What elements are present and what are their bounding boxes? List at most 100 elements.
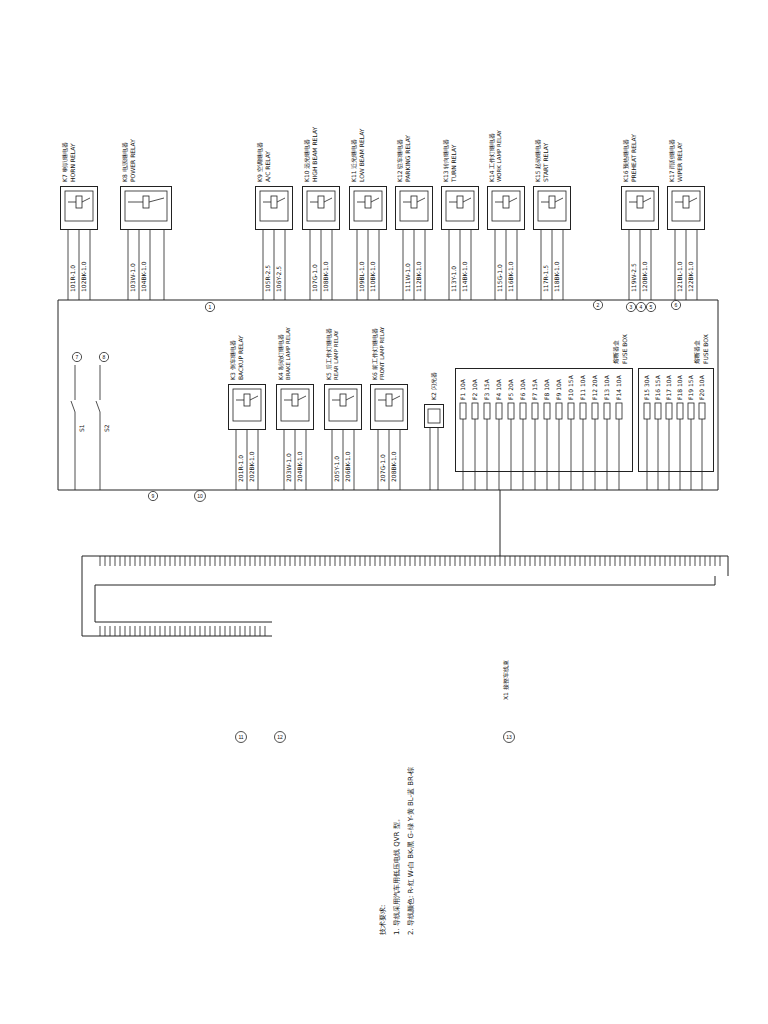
connector-pin	[680, 556, 681, 566]
wire	[139, 230, 140, 300]
wire	[583, 419, 584, 490]
component-label: K14 工作灯继电器	[489, 133, 495, 182]
wire	[357, 230, 358, 300]
wire-number: 113Y-1.0	[451, 266, 457, 292]
relay-box: K3 倒车继电器BACKUP RELAY	[228, 326, 266, 430]
fuse-label: F20 10A	[699, 375, 705, 400]
wire	[430, 428, 431, 490]
connector-pin	[140, 556, 141, 566]
relay-coil	[244, 394, 250, 406]
relay-frame	[65, 191, 93, 221]
connector-pin	[550, 556, 551, 566]
connector-pin	[580, 556, 581, 566]
housing-outline	[60, 186, 98, 230]
connector-pin	[635, 556, 636, 566]
wire-number: 206BK-1.0	[345, 451, 351, 482]
connector-pin	[585, 556, 586, 566]
relay-coil	[340, 394, 346, 406]
fuse-symbol	[616, 403, 622, 419]
fuse-label: F14 10A	[616, 375, 622, 400]
wire-number: 115G-1.0	[497, 264, 503, 292]
wire	[258, 430, 259, 490]
connector-pin	[195, 556, 196, 566]
connector-pin	[630, 556, 631, 566]
connector-pin	[675, 556, 676, 566]
relay-frame	[281, 389, 309, 421]
component-label: BACKUP RELAY	[238, 335, 244, 380]
housing-outline	[276, 384, 314, 430]
component-label: K11 近光继电器	[351, 139, 357, 182]
housing-outline	[441, 186, 479, 230]
relay-frame	[492, 191, 520, 221]
connector-pin	[415, 556, 416, 566]
fuse-symbol	[699, 403, 705, 419]
connector-pin	[490, 556, 491, 566]
wire	[75, 365, 76, 400]
connector-pin	[405, 556, 406, 566]
relay-box: K15 起动继电器START RELAY	[533, 124, 571, 230]
component-label: FUSE BOX	[622, 334, 628, 364]
relay-contact	[449, 202, 457, 203]
wire-number: 117R-1.5	[543, 265, 549, 292]
relay-contact	[82, 198, 90, 202]
fuse-label: F13 10A	[604, 375, 610, 400]
connector-pin	[645, 556, 646, 566]
relay-box: K11 近光继电器LOW BEAM RELAY	[349, 124, 387, 230]
relay-contact	[263, 202, 271, 203]
connector-pin	[140, 626, 141, 636]
connector-outline	[82, 556, 728, 636]
wire	[403, 230, 404, 300]
wire	[449, 230, 450, 300]
connector-pin	[450, 556, 451, 566]
wire	[343, 430, 344, 490]
connector-pin	[155, 556, 156, 566]
wire	[378, 430, 379, 490]
relay-contact	[509, 198, 517, 202]
note-text: 2. 导线颜色: R-红 W-白 BK-黑 G-绿 Y-黄 BL-蓝 BR-棕	[408, 767, 415, 935]
component-label: POWER RELAY	[130, 139, 136, 182]
switch-symbol	[71, 401, 75, 412]
connector-pin	[170, 626, 171, 636]
component-label: REAR LAMP RELAY	[334, 330, 339, 380]
housing-outline	[667, 186, 705, 230]
relay-contact	[463, 198, 471, 202]
connector-pin	[290, 556, 291, 566]
connector-pin	[255, 556, 256, 566]
relay-coil	[411, 196, 417, 208]
fuse-symbol	[655, 403, 661, 419]
component-label: K2 闪光器	[431, 372, 437, 400]
connector-pin	[715, 556, 716, 566]
relay-contact	[541, 202, 549, 203]
wire	[368, 230, 369, 300]
connector-pin	[105, 626, 106, 636]
connector-pin	[495, 556, 496, 566]
flasher-unit	[428, 409, 440, 423]
connector-pin	[665, 556, 666, 566]
connector-inner	[95, 576, 715, 622]
connector-pin	[220, 556, 221, 566]
connector-pin	[155, 626, 156, 636]
connector-pin	[205, 626, 206, 636]
wire	[332, 430, 333, 490]
relay-frame	[626, 191, 654, 221]
switch-symbol	[96, 401, 100, 412]
connector-pin	[220, 626, 221, 636]
housing-outline	[395, 186, 433, 230]
wire	[487, 419, 488, 490]
connector-pin	[245, 626, 246, 636]
component-label: K8 电源继电器	[122, 142, 128, 182]
component-label: TURN RELAY	[451, 145, 457, 182]
wire	[691, 419, 692, 490]
relay-contact	[643, 198, 651, 202]
wire-number: 204BK-1.0	[297, 451, 303, 482]
relay-box: K16 预热继电器PREHEAT RELAY	[621, 124, 659, 230]
callout-circle	[504, 732, 515, 743]
fuse-label: F7 15A	[532, 379, 538, 400]
connector-pin	[250, 556, 251, 566]
connector-pin	[595, 556, 596, 566]
wire	[559, 419, 560, 490]
relay-contact	[298, 396, 306, 400]
callout-number: 8	[98, 354, 110, 360]
connector-pin	[235, 556, 236, 566]
wire	[680, 419, 681, 490]
